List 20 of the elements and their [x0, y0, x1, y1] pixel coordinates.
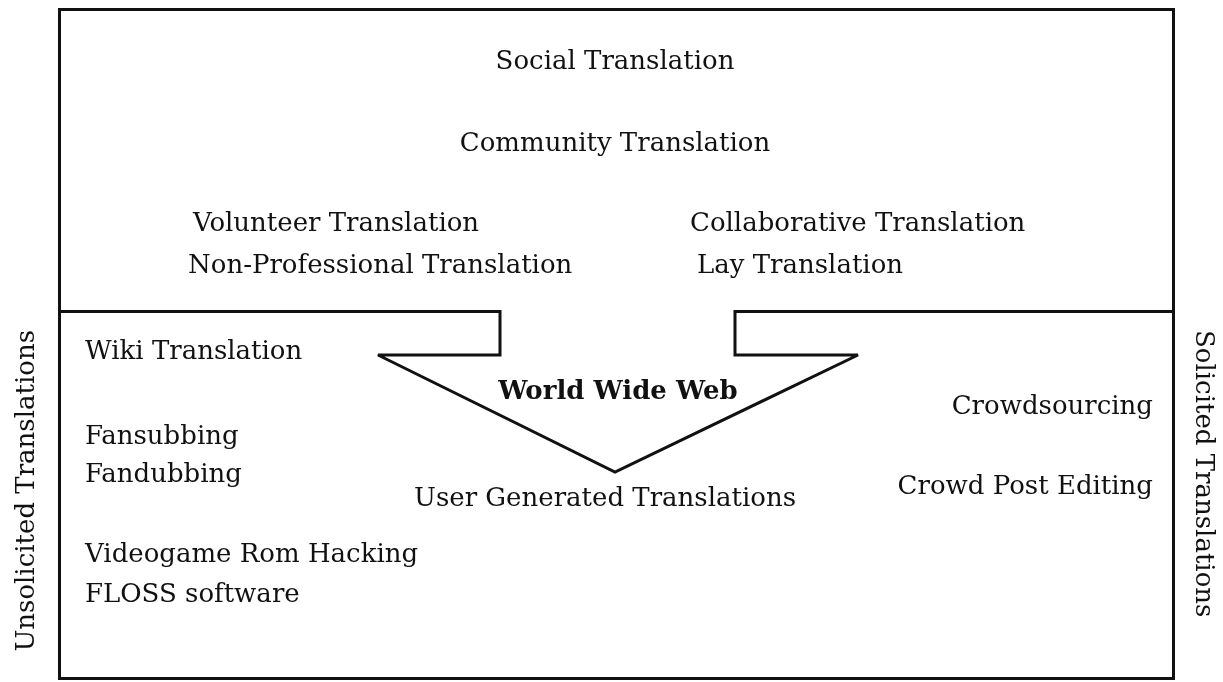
term-text: Non-Professional Translation — [188, 248, 573, 281]
block-arrow — [378, 310, 858, 472]
term-text: FLOSS software — [85, 577, 300, 610]
term-text: Community Translation — [459, 126, 771, 159]
term-text: Social Translation — [495, 44, 735, 77]
term-text: Collaborative Translation — [690, 206, 1026, 239]
term-text: Videogame Rom Hacking — [85, 537, 419, 570]
term-text: Crowd Post Editing — [897, 469, 1153, 502]
term-text: Wiki Translation — [85, 334, 303, 367]
top-panel — [58, 8, 1175, 310]
term-text: User Generated Translations — [414, 481, 796, 514]
term-text: Lay Translation — [697, 248, 904, 281]
side-label: Unsolicited Translations — [9, 330, 41, 652]
bottom-panel — [58, 310, 1175, 680]
term-text: Fandubbing — [85, 457, 242, 490]
term-text: Crowdsourcing — [951, 389, 1153, 422]
arrow-label: World Wide Web — [498, 374, 738, 407]
term-text: Volunteer Translation — [193, 206, 480, 239]
side-label: Solicited Translations — [1189, 330, 1221, 618]
term-text: Fansubbing — [85, 419, 239, 452]
